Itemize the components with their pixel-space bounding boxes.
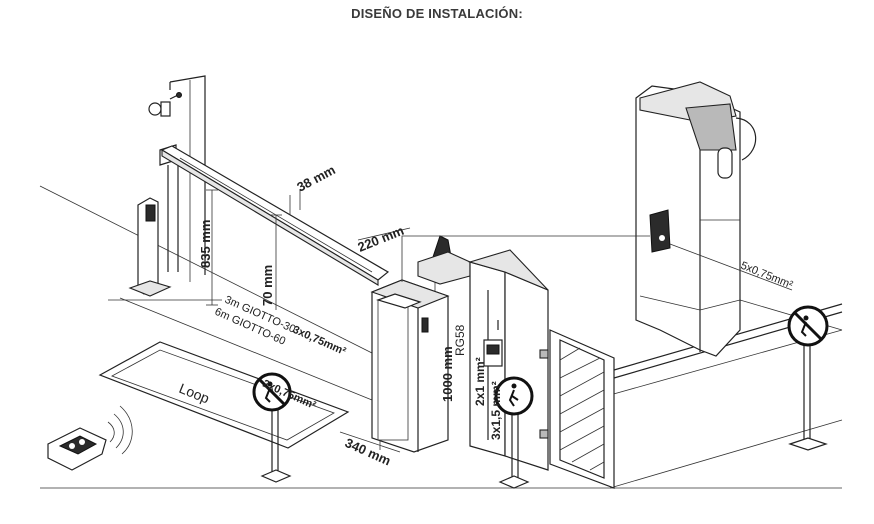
key-switch-icon [148,92,182,117]
cable-5x075-label: 5x0,75mm² [739,260,795,292]
no-pedestrian-sign-icon [252,372,292,483]
remote-control-icon [47,405,133,471]
cable-3x075-label: 3x0,75mm² [291,324,348,358]
gate [539,329,615,489]
dim-835-label: 835 mm [198,220,213,268]
dim-220-label: 220 mm [356,223,407,255]
control-panel-icon [483,339,503,367]
photocell-column-icon [128,197,172,297]
page-title: DISEÑO DE INSTALACIÓN: [351,6,523,21]
dim-38-label: 38 mm [294,162,337,195]
rg58-label: RG58 [453,324,467,356]
cable-2x1-label: 2x1 mm² [473,357,487,406]
cable-3x15-label: 3x1,5 mm² [489,381,503,440]
loop-label: Loop [177,380,212,407]
wall [169,75,206,282]
warning-lamp-icon [417,235,471,285]
callout-lines [401,235,793,291]
barrier-housing [370,279,450,453]
ground-lines [39,185,843,489]
loop-detector [98,341,350,449]
pedestrian-sign-icon [494,376,534,489]
barrier-detail [635,81,757,357]
dim-1000-label: 1000 mm [440,346,455,402]
dim-70-label: 70 mm [260,265,275,306]
no-pedestrian-sign-right-icon [787,305,829,451]
